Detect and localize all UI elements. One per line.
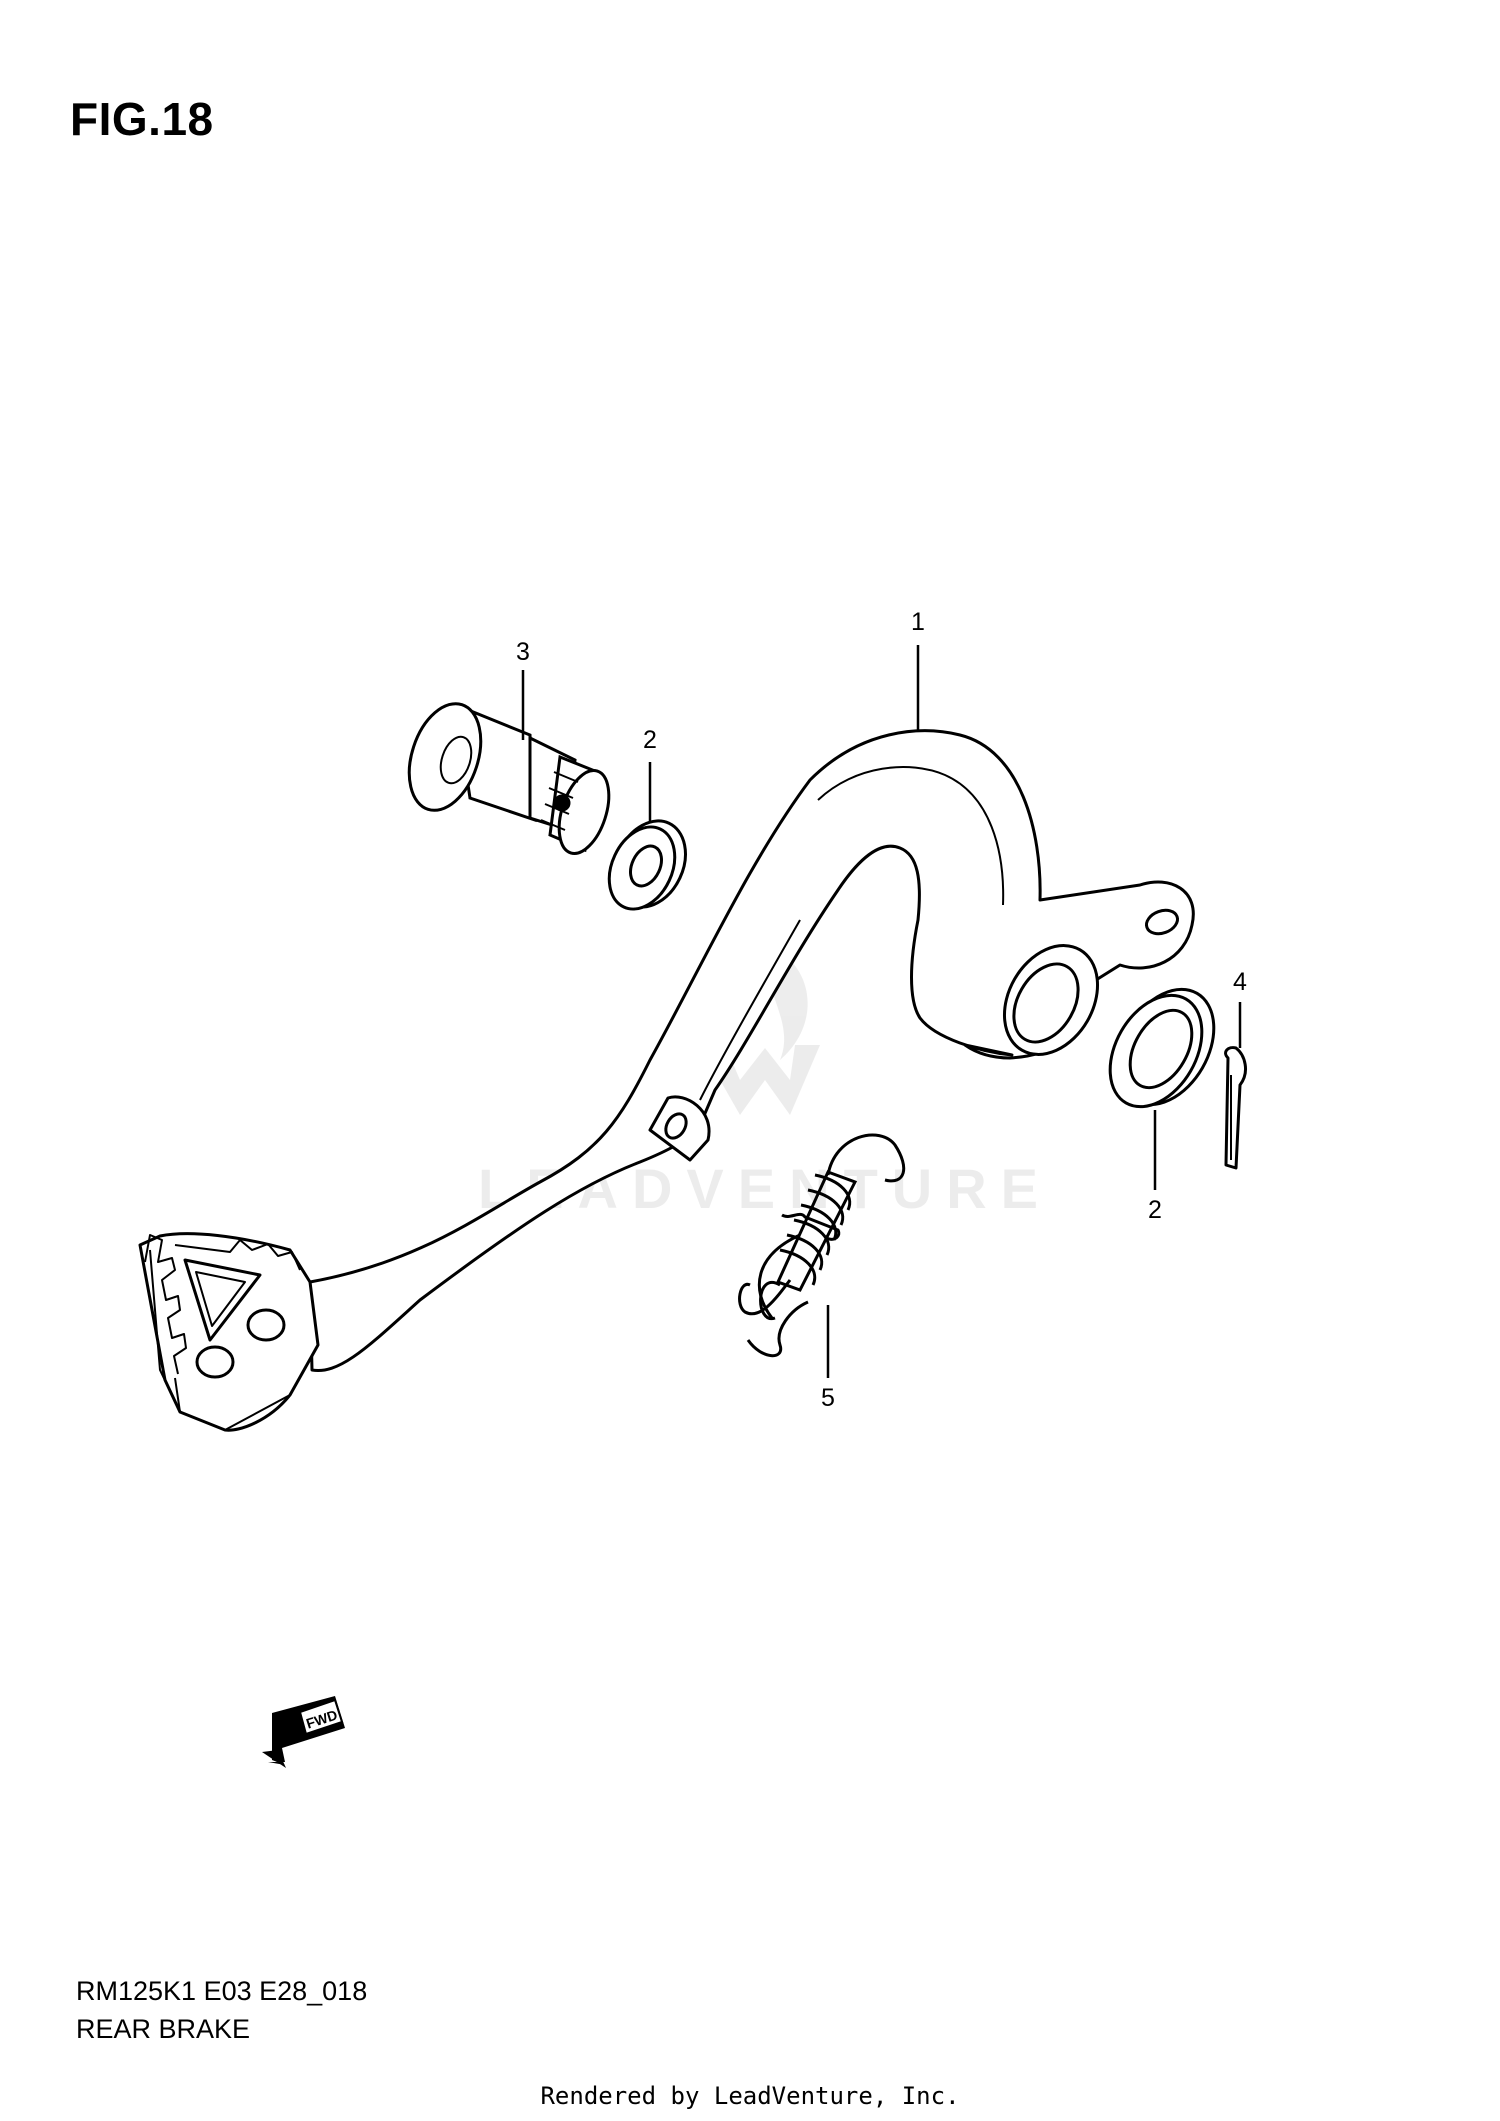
part-4-cotter-pin[interactable] <box>1224 1046 1247 1170</box>
callout-2b: 2 <box>1148 1196 1162 1224</box>
leader-lines <box>521 645 1242 1378</box>
callout-1: 1 <box>911 608 925 636</box>
diagram-caption: REAR BRAKE <box>76 2014 251 2044</box>
callout-3: 3 <box>516 638 530 666</box>
callout-2a: 2 <box>643 726 657 754</box>
part-3-pivot-bolt[interactable] <box>397 694 619 859</box>
callout-labels: 1 2 2 3 4 5 <box>516 608 1247 1412</box>
render-credit: Rendered by LeadVenture, Inc. <box>540 2082 960 2110</box>
forward-arrow-icon: FWD <box>262 1696 345 1768</box>
part-1-brake-pedal[interactable] <box>138 729 1195 1432</box>
part-5-spring[interactable] <box>738 1133 906 1358</box>
part-2-washer-right[interactable] <box>1091 972 1233 1123</box>
callout-5: 5 <box>821 1384 835 1412</box>
callout-4: 4 <box>1233 968 1247 996</box>
part-2-washer-left[interactable] <box>597 809 699 919</box>
diagram-code: RM125K1 E03 E28_018 <box>76 1976 368 2006</box>
figure-title: FIG.18 <box>70 93 214 145</box>
